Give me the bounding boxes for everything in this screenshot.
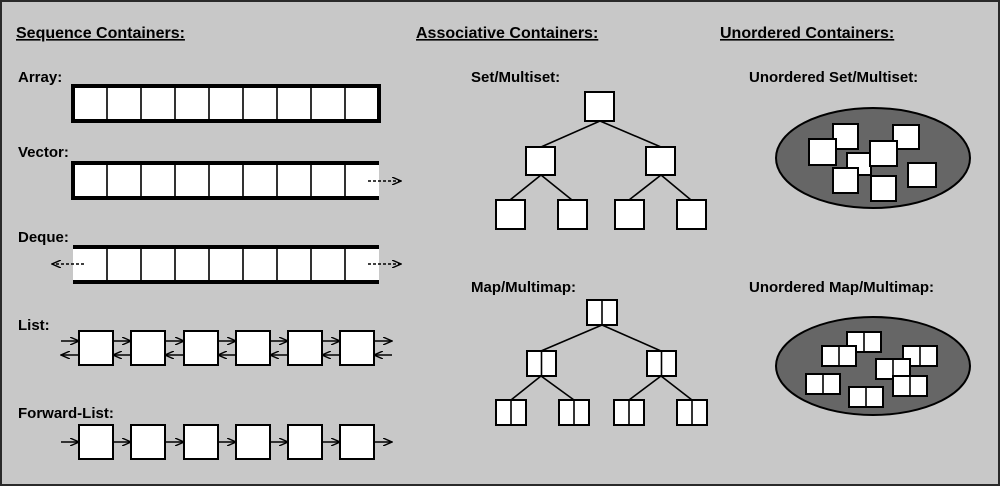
map-tree-diagram [495, 299, 708, 426]
label-vector: Vector: [18, 144, 69, 161]
label-forward-list: Forward-List: [18, 405, 114, 422]
deque-diagram [52, 245, 401, 284]
set-tree-diagram [495, 91, 707, 230]
label-unordered-map-multimap: Unordered Map/Multimap: [749, 279, 934, 296]
label-set-multiset: Set/Multiset: [471, 69, 560, 86]
unordered-set-diagram [775, 107, 971, 209]
forward-list-diagram [61, 424, 392, 460]
label-map-multimap: Map/Multimap: [471, 279, 576, 296]
label-deque: Deque: [18, 229, 69, 246]
array-diagram [71, 84, 381, 123]
label-unordered-set-multiset: Unordered Set/Multiset: [749, 69, 918, 86]
heading-unordered-containers: Unordered Containers: [720, 25, 894, 42]
heading-associative-containers: Associative Containers: [416, 25, 598, 42]
vector-diagram [71, 161, 401, 200]
heading-sequence-containers: Sequence Containers: [16, 25, 185, 42]
label-array: Array: [18, 69, 62, 86]
unordered-map-diagram [775, 316, 971, 416]
list-diagram [61, 330, 392, 366]
label-list: List: [18, 317, 50, 334]
